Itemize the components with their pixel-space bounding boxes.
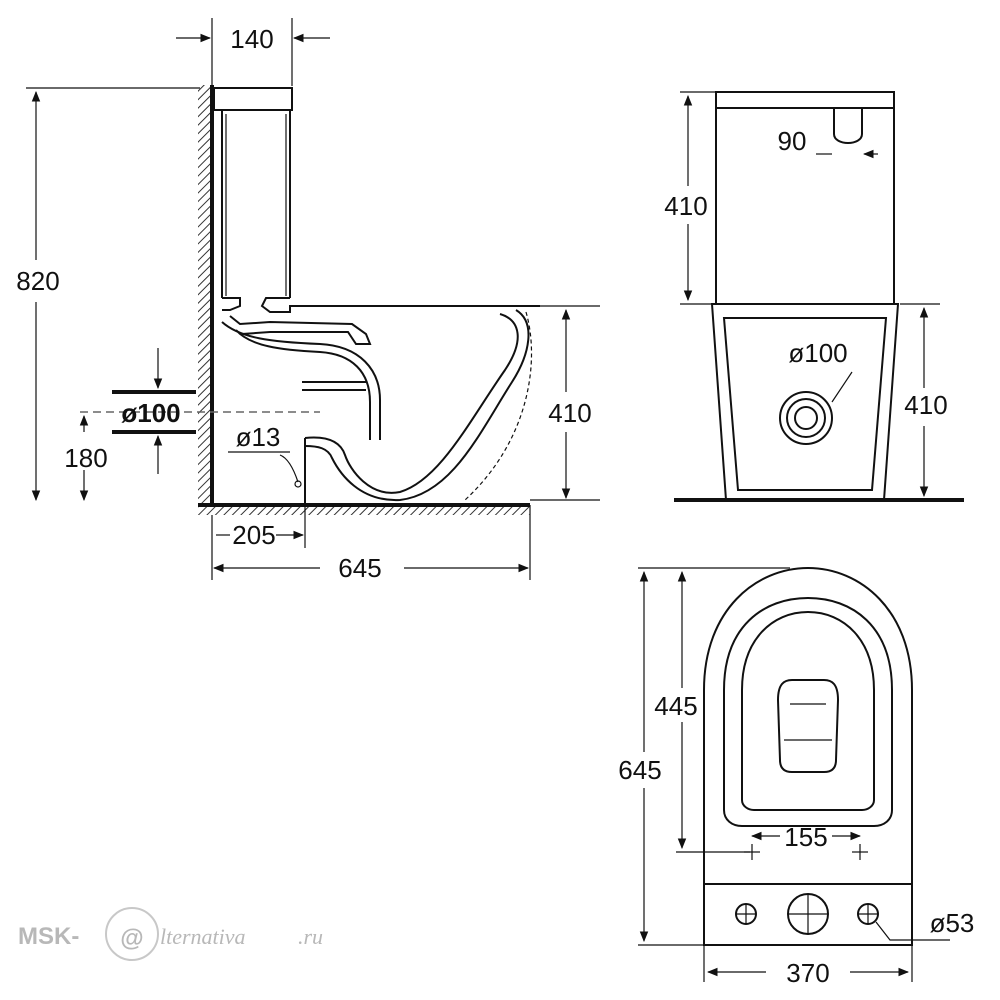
watermark-prefix: MSK- xyxy=(18,923,79,950)
watermark-domain: .ru xyxy=(298,924,323,949)
tank-lid xyxy=(213,87,293,111)
side-view: 140 820 180 ø100 ø13 410 205 645 xyxy=(16,18,600,583)
flush-button xyxy=(833,108,863,144)
top-outline xyxy=(703,566,913,946)
dim-tank-410: 410 xyxy=(664,191,707,221)
label-supply-diameter: ø13 xyxy=(236,422,281,452)
dim-side-645: 645 xyxy=(338,553,381,583)
top-bowl-opening xyxy=(776,679,840,773)
wall-hatch xyxy=(198,85,212,505)
dim-top-645: 645 xyxy=(618,755,661,785)
dim-205: 205 xyxy=(232,520,275,550)
dim-140: 140 xyxy=(230,24,273,54)
dim-front-410: 410 xyxy=(904,390,947,420)
dim-180: 180 xyxy=(64,443,107,473)
dim-820: 820 xyxy=(16,266,59,296)
top-view: 445 645 155 ø53 370 xyxy=(618,566,975,988)
label-drain-diameter: ø100 xyxy=(121,398,180,428)
label-hole-diameter: ø53 xyxy=(930,908,975,938)
watermark-suffix: lternativa xyxy=(160,924,246,949)
floor-hatch xyxy=(198,505,530,515)
dim-155: 155 xyxy=(784,822,827,852)
watermark-at: @ xyxy=(120,925,143,952)
dim-370: 370 xyxy=(786,958,829,988)
dim-side-410: 410 xyxy=(548,398,591,428)
label-outlet-diameter: ø100 xyxy=(788,338,847,368)
front-outlet xyxy=(779,391,833,445)
watermark-logo: MSK- @ lternativa .ru xyxy=(18,907,323,961)
front-view: 410 90 ø100 410 xyxy=(664,91,964,502)
dim-445: 445 xyxy=(654,691,697,721)
dim-90: 90 xyxy=(778,126,807,156)
front-tank xyxy=(715,91,895,305)
front-bowl xyxy=(710,303,900,501)
